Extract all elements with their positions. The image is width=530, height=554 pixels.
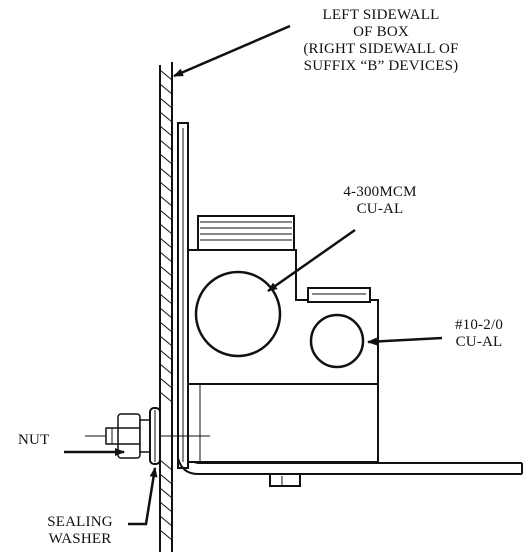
sidewall-label-line3: (RIGHT SIDEWALL OF — [303, 41, 459, 57]
washer-label: SEALING WASHER — [30, 514, 130, 548]
lug-body — [187, 215, 379, 463]
mounting-plate — [177, 122, 189, 469]
sidewall-label-line4: SUFFIX “B” DEVICES) — [303, 58, 459, 74]
sidewall-label-line2: OF BOX — [353, 24, 409, 40]
large-lug-label-line1: 4-300MCM — [343, 184, 417, 200]
washer-label-line1: SEALING — [47, 514, 113, 530]
small-lug-label-line2: CU-AL — [455, 334, 503, 350]
nut-label-text: NUT — [18, 432, 50, 448]
washer-leader-arrow — [128, 467, 158, 526]
washer-label-line2: WASHER — [48, 531, 112, 547]
small-lug-leader-arrow — [367, 336, 443, 346]
stud-nut-washer — [85, 407, 210, 465]
sidewall-label: LEFT SIDEWALL OF BOX (RIGHT SIDEWALL OF … — [252, 7, 510, 75]
sidewall-label-line1: LEFT SIDEWALL — [322, 7, 440, 23]
box-sidewall — [159, 62, 173, 552]
small-lug-label: #10-2/0 CU-AL — [438, 317, 520, 351]
large-lug-label: 4-300MCM CU-AL — [320, 184, 440, 218]
nut-label: NUT — [18, 432, 74, 449]
large-lug-leader-arrow — [267, 228, 356, 293]
leader-lines — [64, 24, 443, 526]
sidewall-leader-arrow — [173, 24, 291, 78]
small-lug-label-line1: #10-2/0 — [454, 317, 504, 333]
large-lug-label-line2: CU-AL — [356, 201, 404, 217]
